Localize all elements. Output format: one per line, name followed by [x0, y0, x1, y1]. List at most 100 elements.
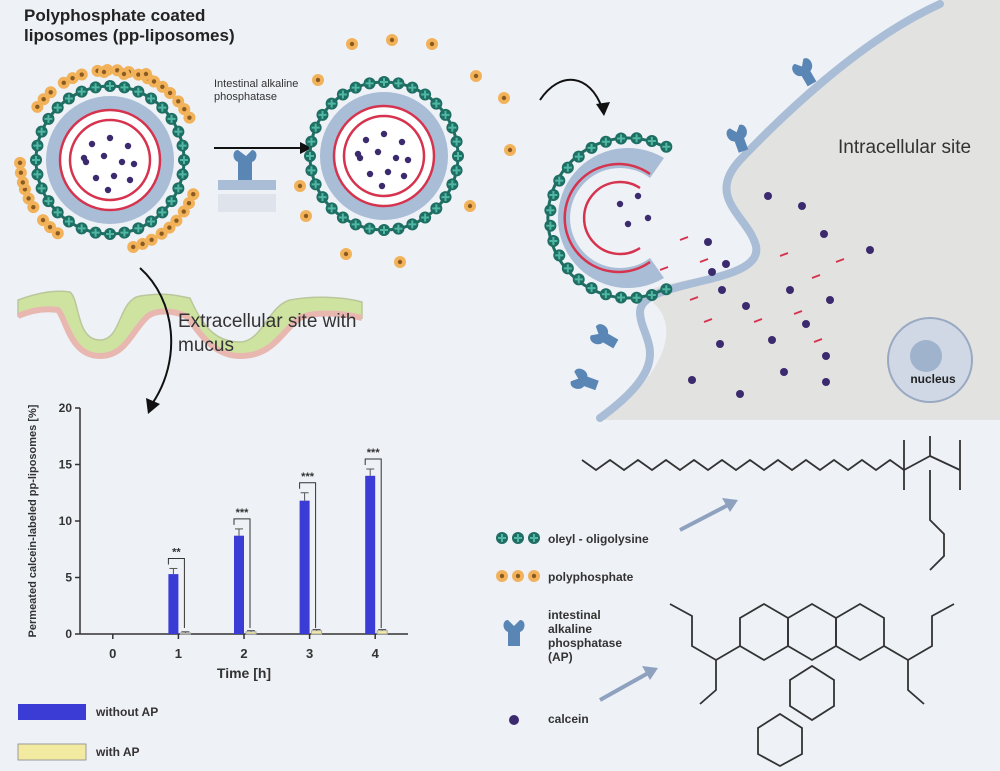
calcein-dot: [826, 296, 834, 304]
polyphosphate-bead: [470, 70, 482, 82]
lysine-bead: [419, 211, 432, 224]
lysine-bead: [553, 174, 566, 187]
calcein-dot: [130, 160, 138, 168]
lysine-bead: [553, 249, 566, 262]
lysine-bead: [89, 226, 102, 239]
lysine-bead: [363, 77, 376, 90]
x-axis-label: Time [h]: [217, 665, 271, 681]
legend-calcein-mark: [509, 715, 519, 725]
lysine-bead: [547, 235, 560, 248]
lipid-fragment: [703, 318, 713, 323]
enzyme-ap: [792, 58, 817, 87]
lipid-fragment: [659, 266, 669, 271]
y-tick-label: 5: [65, 571, 72, 585]
lysine-bead: [660, 283, 673, 296]
calcein-dot: [384, 168, 392, 176]
lysine-bead: [304, 150, 316, 162]
enzyme-ap: [590, 324, 619, 349]
legend-oleyl-mark: [496, 532, 540, 544]
lysine-bead: [585, 141, 598, 154]
polyphosphate-bead: [118, 68, 130, 80]
fusing-shell: [557, 148, 664, 288]
calcein-dot: [400, 172, 408, 180]
lysine-bead: [660, 140, 673, 153]
lysine-bead: [51, 206, 64, 219]
x-tick-label: 0: [109, 646, 116, 661]
lysine-bead: [450, 164, 463, 177]
lysine-bead: [309, 121, 322, 134]
calcein-dot: [118, 158, 126, 166]
lysine-bead: [406, 218, 419, 231]
x-tick-label: 4: [372, 646, 380, 661]
legend-enzyme-mark: [503, 620, 525, 646]
lysine-bead: [439, 191, 452, 204]
diagram-title: Polyphosphate coated liposomes (pp-lipos…: [24, 6, 235, 45]
lysine-bead: [446, 121, 459, 134]
calcein-dot: [742, 302, 750, 310]
lysine-bead: [165, 112, 178, 125]
calcein-dot: [92, 174, 100, 182]
lysine-bead: [630, 132, 643, 145]
bar-without-ap: [168, 574, 179, 634]
arrow-to-chart: [139, 267, 173, 405]
polyphosphate-bead: [145, 233, 158, 246]
y-tick-label: 10: [59, 514, 73, 528]
polyphosphate-bead: [294, 180, 306, 192]
lysine-bead: [378, 76, 390, 88]
bar-with-ap: [376, 630, 388, 635]
significance-bracket: [167, 557, 185, 628]
enzyme-on-surface: [218, 150, 276, 212]
x-tick-label: 2: [240, 646, 247, 661]
liposome-after-enzyme: [304, 76, 464, 236]
lipid-fragment: [793, 310, 803, 315]
lysine-bead: [547, 188, 560, 201]
lysine-bead: [156, 101, 169, 114]
calcein-dot: [106, 134, 114, 142]
lysine-bead: [156, 206, 169, 219]
lysine-bead: [145, 92, 158, 105]
lysine-bead: [430, 97, 443, 110]
calcein-dot: [716, 340, 724, 348]
lysine-bead: [35, 182, 48, 195]
lysine-bead: [439, 108, 452, 121]
calcein-dot: [392, 154, 400, 162]
polyphosphate-bead: [187, 188, 200, 201]
lysine-bead: [599, 135, 612, 148]
lysine-bead: [446, 178, 459, 191]
bar-without-ap: [365, 475, 376, 634]
y-tick-label: 0: [65, 627, 72, 641]
lipid-fragment: [699, 258, 709, 263]
nucleus: [887, 317, 973, 403]
calcein-dot: [708, 268, 716, 276]
polyphosphate-bead: [140, 68, 152, 80]
polyphosphate-bead: [14, 156, 27, 169]
arrow-calcein-structure: [599, 670, 651, 702]
lysine-bead: [118, 226, 131, 239]
legend-enzyme-label: intestinal alkaline phosphatase (AP): [548, 608, 623, 664]
polyphosphate-bead: [426, 38, 438, 50]
polyphosphate-bead: [164, 86, 177, 99]
calcein-dot: [704, 238, 712, 246]
lysine-bead: [178, 154, 190, 166]
calcein-dot: [634, 192, 642, 200]
lipid-fragment: [835, 258, 845, 263]
polyphosphate-bead: [340, 248, 352, 260]
arrow-enzyme-head: [300, 142, 312, 154]
significance-label: ***: [301, 471, 315, 483]
x-tick-label: 1: [175, 646, 182, 661]
polyphosphate-bead: [504, 144, 516, 156]
lipid-fragment: [753, 318, 763, 323]
lysine-bead: [176, 139, 189, 152]
lysine-bead: [104, 80, 116, 92]
legend-calcein-label: calcein: [548, 712, 589, 726]
intracellular-label: Intracellular site: [838, 137, 972, 158]
lysine-bead: [51, 101, 64, 114]
polyphosphate-bead: [464, 200, 476, 212]
calcein-dot: [366, 170, 374, 178]
calcein-dot: [764, 192, 772, 200]
calcein-dot: [104, 186, 112, 194]
lysine-bead: [316, 108, 329, 121]
calcein-dot: [866, 246, 874, 254]
lysine-bead: [450, 135, 463, 148]
lysine-bead: [496, 532, 508, 544]
